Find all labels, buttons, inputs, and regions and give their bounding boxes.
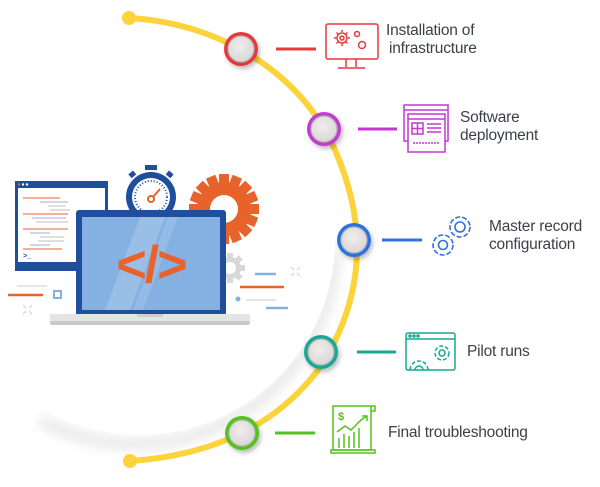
developer-illustration: >_ [8, 165, 301, 325]
step-3-label-line2: configuration [489, 236, 576, 253]
step-2-icon-app-windows [403, 104, 449, 153]
step-1-label-line1: Installation of [386, 22, 475, 39]
step-2-label: Software deployment [460, 109, 538, 145]
decorations [8, 266, 301, 315]
arc-start-dot [122, 11, 136, 25]
step-1-icon-monitor-gears [325, 23, 379, 69]
step-1-node [224, 32, 316, 66]
step-4-icon-browser-gears [405, 332, 456, 371]
step-3-node-center [340, 226, 368, 254]
step-3-label: Master record configuration [489, 218, 582, 254]
step-4-label: Pilot runs [467, 343, 530, 361]
code-symbol: </> [116, 236, 186, 294]
svg-text:$: $ [338, 411, 344, 423]
step-2-node-center [310, 115, 338, 143]
step-1-label: Installation of infrastructure [386, 22, 477, 58]
step-5-label-line1: Final troubleshooting [388, 424, 528, 441]
laptop-icon: </> [50, 210, 250, 325]
step-5-node [225, 416, 315, 450]
step-3-node [337, 223, 422, 257]
svg-text:>_: >_ [23, 253, 32, 261]
step-2-label-line1: Software [460, 109, 520, 126]
step-4-label-line1: Pilot runs [467, 343, 530, 360]
step-5-label: Final troubleshooting [388, 424, 528, 442]
arc-end-dot [123, 454, 137, 468]
step-5-node-center [228, 419, 256, 447]
step-3-label-line1: Master record [489, 218, 583, 235]
step-3-icon-gears [432, 216, 471, 256]
step-5-icon-financial-report: $ [330, 405, 376, 454]
step-4-node [304, 335, 396, 369]
step-4-node-center [307, 338, 335, 366]
step-2-node [307, 112, 397, 146]
stopwatch-icon [126, 165, 176, 222]
step-1-label-line2: infrastructure [389, 40, 477, 57]
step-2-label-line2: deployment [460, 127, 539, 144]
step-1-node-center [227, 35, 255, 63]
